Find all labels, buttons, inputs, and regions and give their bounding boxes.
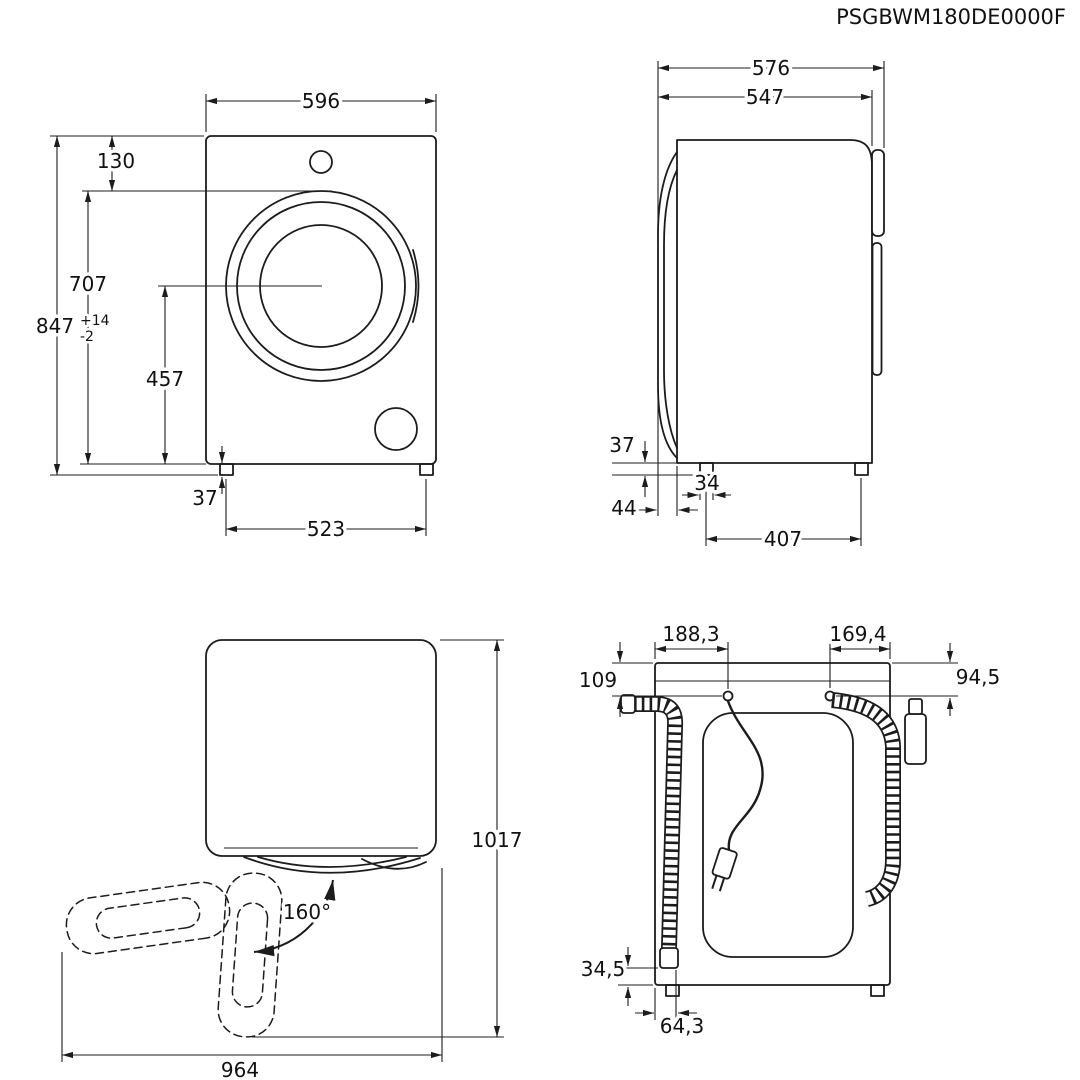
front-view-machine	[205, 135, 437, 476]
dim-side-feet-spacing: 407	[764, 527, 802, 551]
door-swing-arc	[253, 879, 336, 957]
side-view-labels: 576 547 37 34 44 407	[606, 53, 806, 555]
dim-rear-hose-bottom-offset: 34,5	[581, 957, 626, 981]
dim-front-door-center-height: 457	[146, 367, 184, 391]
pump-access-door	[374, 407, 418, 451]
dim-front-width: 596	[302, 89, 340, 113]
dim-front-height-tolerance-plus: +14	[80, 313, 110, 329]
power-cord	[726, 699, 764, 852]
front-view-dimension-lines	[50, 94, 437, 536]
inlet-hose	[831, 692, 901, 907]
top-view-machine	[65, 639, 437, 1038]
front-view-labels: 596 847 +14 -2 130 707 457 37 523	[32, 86, 348, 545]
side-front-foot	[699, 462, 714, 476]
dim-front-foot-height: 37	[192, 486, 217, 510]
dim-depth-door-open: 964	[221, 1058, 259, 1080]
tap-connector	[904, 698, 927, 765]
detergent-knob	[309, 150, 333, 174]
rear-view-labels: 188,3 169,4 109 94,5 34,5 64,3	[575, 619, 1003, 1042]
front-right-foot	[419, 463, 434, 476]
dim-front-height-tolerance-minus: -2	[80, 329, 94, 345]
top-view-labels: 160° 1017 964	[217, 825, 526, 1080]
dim-front-total-height: 847	[36, 314, 74, 338]
dim-rear-hose-left-offset: 64,3	[660, 1014, 705, 1038]
dim-rear-top-to-inlet: 94,5	[956, 665, 1001, 689]
dim-front-door-top-height: 707	[69, 272, 107, 296]
dim-height-door-open: 1017	[472, 828, 523, 852]
closed-door-bulge-outer	[243, 856, 421, 874]
drain-hose	[620, 694, 684, 969]
dim-side-foot-width: 34	[694, 471, 719, 495]
side-view-machine	[657, 139, 885, 476]
power-plug	[711, 847, 738, 892]
side-view-dimension-lines	[612, 61, 885, 546]
dim-door-angle: 160°	[283, 900, 331, 924]
part-number: PSGBWM180DE0000F	[836, 5, 1066, 29]
rear-view: 188,3 169,4 109 94,5 34,5 64,3	[575, 619, 1003, 1042]
door-handle-edge	[412, 249, 420, 323]
door-open-160-dashed	[65, 881, 231, 955]
rear-panel-bracket	[871, 242, 883, 376]
rear-view-machine	[620, 662, 927, 997]
dim-front-feet-spacing: 523	[307, 517, 345, 541]
rear-right-foot	[870, 984, 885, 997]
top-view-door-open: 160° 1017 964	[61, 639, 526, 1080]
dim-rear-inlet-offset: 169,4	[829, 622, 886, 646]
dim-side-foot-height: 37	[609, 433, 634, 457]
drain-hose-cap	[620, 694, 636, 714]
door-open-90-dashed	[217, 872, 283, 1038]
closed-door-bulge-inner	[257, 856, 407, 868]
dim-side-depth-body: 547	[746, 85, 784, 109]
door-bulge-inner	[663, 169, 678, 449]
dim-front-top-to-door: 130	[97, 149, 135, 173]
rear-panel-recess	[702, 712, 854, 958]
drain-hose-end-fitting	[659, 947, 679, 969]
top-view-dimension-lines	[61, 639, 504, 1062]
outlet-attachment-point	[722, 690, 734, 702]
dim-rear-outlet-offset: 188,3	[662, 622, 719, 646]
dim-side-depth-total: 576	[752, 56, 790, 80]
dim-rear-top-to-outlet: 109	[579, 668, 617, 692]
front-left-foot	[219, 463, 234, 476]
side-rear-foot	[854, 462, 869, 476]
dim-side-front-to-foot: 44	[611, 496, 636, 520]
door-bulge-outer	[657, 151, 678, 459]
front-view: 596 847 +14 -2 130 707 457 37 523	[32, 86, 437, 545]
rear-left-foot	[665, 984, 680, 997]
side-view: 576 547 37 34 44 407	[606, 53, 885, 555]
rear-view-dimension-lines	[612, 642, 958, 1020]
door-hinge-plate	[361, 858, 427, 870]
rear-hose-holder	[871, 149, 885, 237]
